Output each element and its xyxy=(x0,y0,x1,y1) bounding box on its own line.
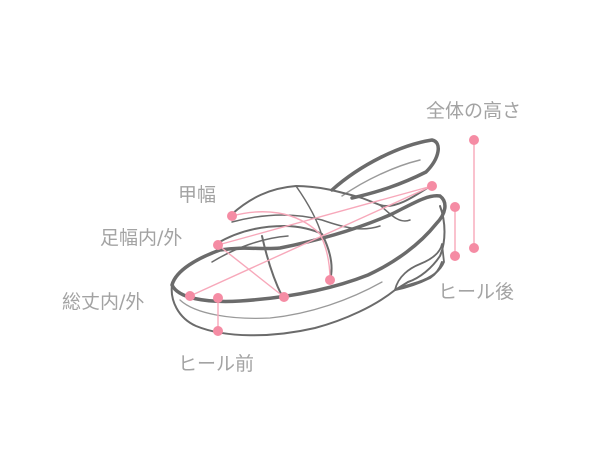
point-heel-back-bottom xyxy=(450,251,460,261)
measurement-lines xyxy=(189,140,475,331)
label-heel-front: ヒール前 xyxy=(178,353,254,375)
heel-strap xyxy=(330,138,440,200)
sandal-illustration xyxy=(170,138,447,337)
label-total-height: 全体の高さ xyxy=(426,100,521,122)
platform-sole-inner-line xyxy=(179,281,383,320)
cross-strap-band xyxy=(295,185,323,237)
point-instep-start xyxy=(227,211,237,221)
measurement-points xyxy=(185,135,479,336)
point-instep-end xyxy=(325,275,335,285)
labels: 全体の高さ 甲幅 足幅内/外 総丈内/外 ヒール後 ヒール前 xyxy=(62,100,521,375)
point-heel-front-bottom xyxy=(213,326,223,336)
instep-width-line xyxy=(231,211,331,281)
toe-strap-down xyxy=(261,235,283,297)
heel-strap-inner xyxy=(341,159,421,197)
point-heel-back-top xyxy=(450,202,460,212)
foot-width-line xyxy=(217,244,285,298)
point-foot-width-start xyxy=(213,240,223,250)
heel-bottom-edge xyxy=(394,261,443,291)
point-total-length-start xyxy=(185,291,195,301)
point-strap-heel xyxy=(427,181,437,191)
toe-strap xyxy=(215,225,333,281)
total-length-line xyxy=(189,185,433,297)
total-length-line-2 xyxy=(217,185,433,246)
platform-sole xyxy=(170,205,446,337)
footbed-rim xyxy=(170,194,447,304)
point-heel-front-top xyxy=(213,293,223,303)
toe-strap-lower xyxy=(211,235,289,263)
label-total-length: 総丈内/外 xyxy=(62,291,144,313)
label-heel-back: ヒール後 xyxy=(438,281,514,303)
cross-strap xyxy=(231,184,433,215)
point-total-height-top xyxy=(469,135,479,145)
label-foot-width: 足幅内/外 xyxy=(100,227,182,249)
label-instep-width: 甲幅 xyxy=(178,184,216,206)
point-total-height-bottom xyxy=(469,243,479,253)
heel-block xyxy=(394,243,445,291)
cross-strap-lower xyxy=(231,214,381,230)
point-foot-width-end xyxy=(279,292,289,302)
